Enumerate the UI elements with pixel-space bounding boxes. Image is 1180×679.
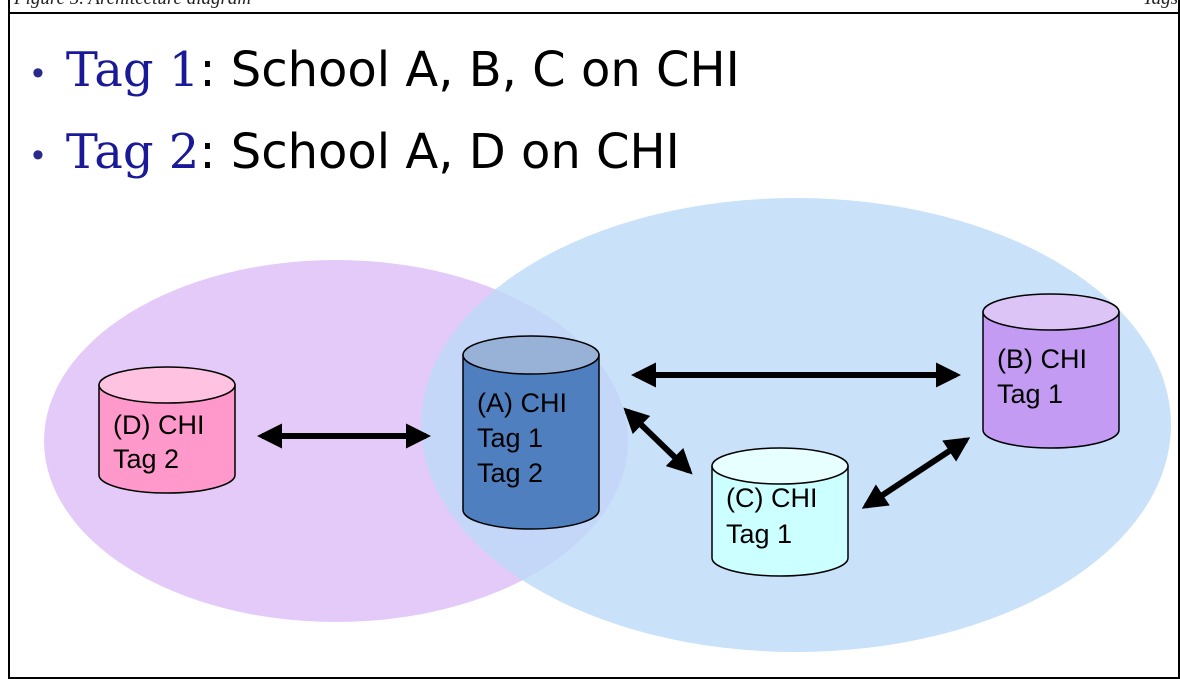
node-d-cylinder: (D) CHI Tag 2 (98, 366, 236, 494)
node-d-tag: Tag 2 (113, 444, 179, 474)
bullet-text: : School A, B, C on CHI (199, 42, 740, 98)
cut-off-caption: Figure 5. Architecture diagram Tags (10, 0, 1180, 10)
bullet-icon: • (32, 54, 44, 93)
bullet-tag-1: •Tag 1: School A, B, C on CHI (32, 46, 740, 95)
node-b-cylinder: (B) CHI Tag 1 (982, 293, 1120, 449)
node-b-name: (B) CHI (997, 344, 1087, 374)
bullet-tag-label: Tag 1 (65, 42, 200, 98)
bullet-tag-label: Tag 2 (65, 124, 200, 180)
node-d-name: (D) CHI (113, 410, 204, 440)
node-c-tag: Tag 1 (726, 519, 792, 549)
caption-right: Tags (1143, 0, 1178, 10)
node-a-cylinder: (A) CHI Tag 1 Tag 2 (462, 335, 600, 530)
bullet-tag-2: •Tag 2: School A, D on CHI (32, 128, 680, 177)
caption-left: Figure 5. Architecture diagram (14, 0, 251, 10)
arrow-a-c (623, 407, 693, 475)
bullet-icon: • (32, 136, 44, 175)
node-a-name: (A) CHI (477, 388, 567, 418)
node-a-tag-2: Tag 2 (477, 458, 543, 488)
node-b-tag: Tag 1 (997, 379, 1063, 409)
node-c-name: (C) CHI (726, 483, 817, 513)
node-a-tag-1: Tag 1 (477, 423, 543, 453)
bullet-text: : School A, D on CHI (199, 124, 680, 180)
node-c-cylinder: (C) CHI Tag 1 (711, 447, 849, 577)
slide-top-border (10, 12, 1180, 14)
arrow-c-b (861, 437, 971, 509)
